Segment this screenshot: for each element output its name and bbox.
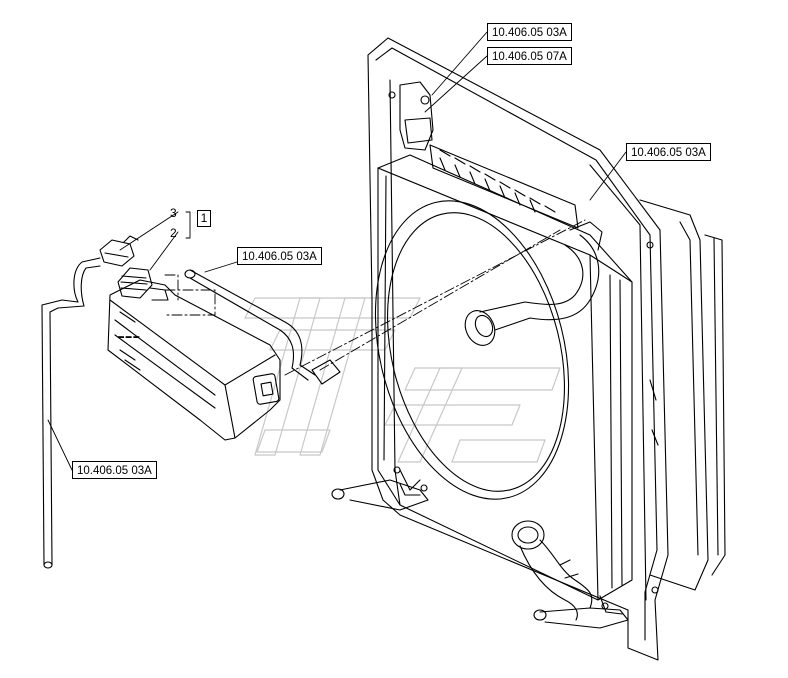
bottom-right-mount [533,595,629,629]
item-box-1[interactable]: 1 [197,210,211,227]
radiator-core [377,154,633,601]
ref-label-hose[interactable]: 10.406.05 03A [237,247,322,265]
expansion-tank: ▬ ▬ ▬ [107,279,281,441]
level-sensor-connector [99,235,139,267]
item-label-2: 2 [170,226,177,240]
radiator-frame [367,37,726,661]
ref-label-top-second[interactable]: 10.406.05 07A [487,47,572,65]
lower-hose [511,520,593,621]
item-label-3: 3 [170,206,177,220]
overflow-tube [41,257,101,569]
top-bracket [399,81,579,229]
tank-hose [184,269,341,385]
watermark-logo [244,297,561,463]
fan-ring [374,200,570,500]
ref-label-right[interactable]: 10.406.05 03A [626,143,711,161]
connection-lines [164,219,586,376]
filler-cap [117,267,169,301]
ref-label-bottom-left[interactable]: 10.406.05 03A [72,461,157,479]
bottom-left-mount [331,479,429,511]
upper-hose [464,221,603,346]
ref-label-top-first[interactable]: 10.406.05 03A [487,23,572,41]
svg-text:▬ ▬ ▬: ▬ ▬ ▬ [118,334,139,340]
leader-lines [47,31,627,471]
